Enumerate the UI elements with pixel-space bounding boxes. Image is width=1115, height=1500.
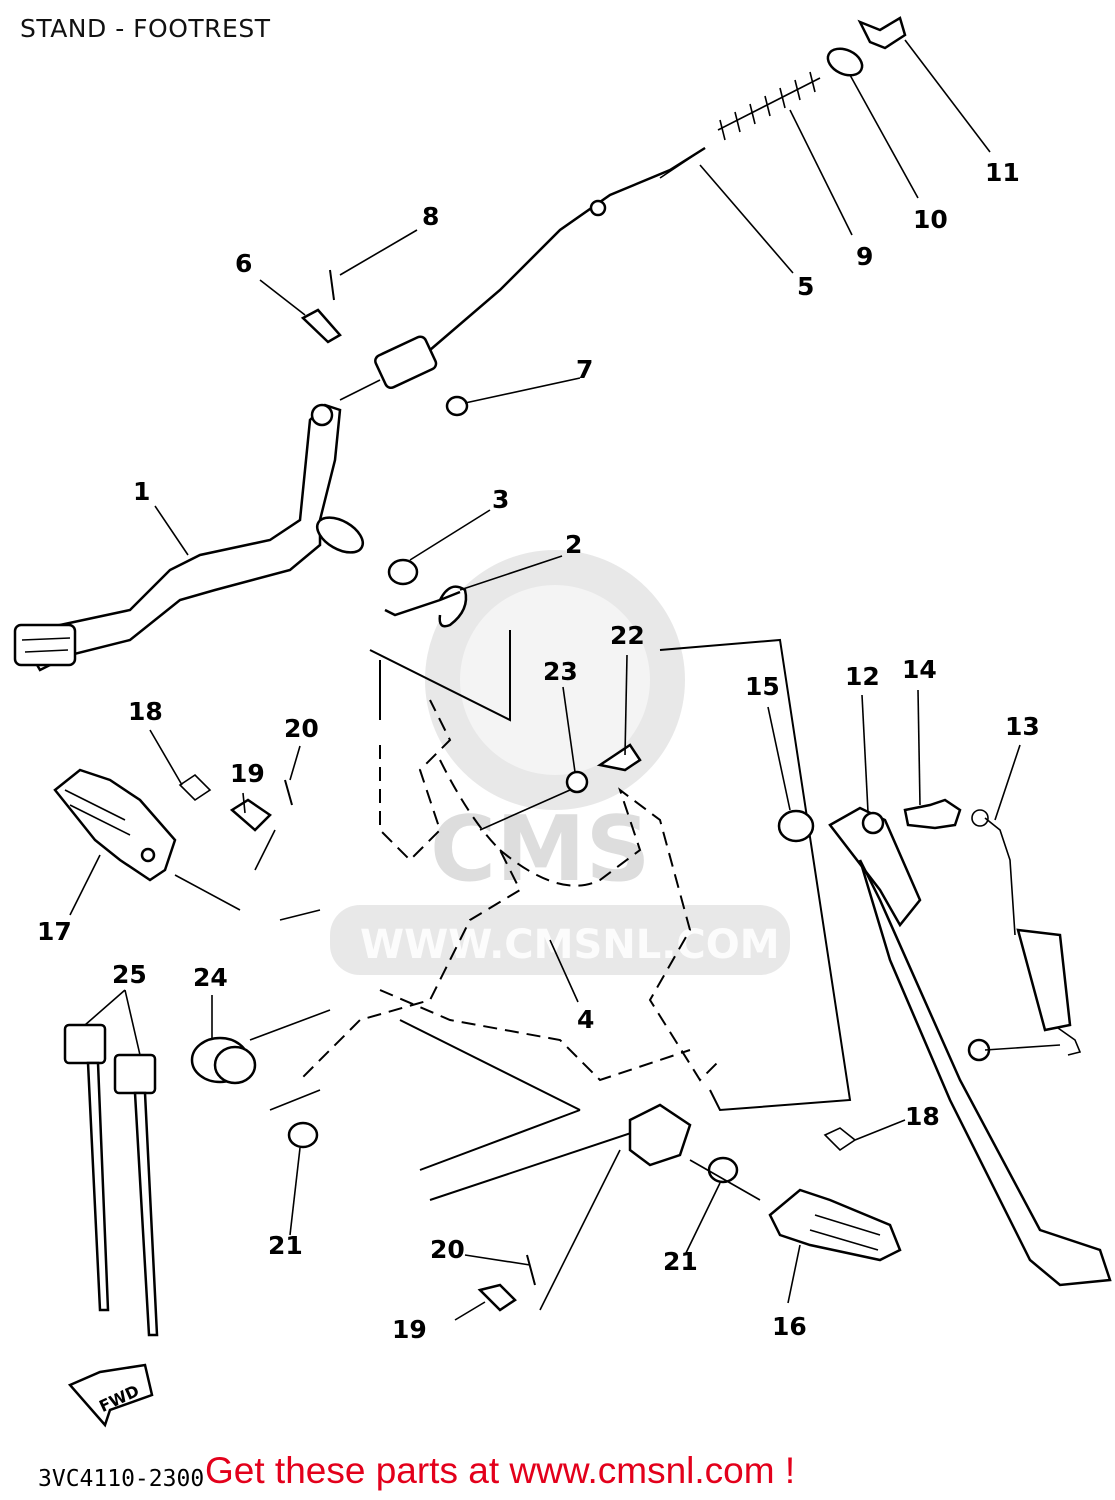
diagram-title: STAND - FOOTREST (20, 14, 271, 43)
leader-lines (69, 39, 1061, 1321)
callout-numbers: 1 2 3 4 5 6 7 8 9 10 11 12 13 14 15 16 1… (37, 158, 1040, 1344)
callout-2: 2 (565, 530, 582, 559)
cable-ties (63, 1023, 159, 1337)
callout-18-upper: 18 (128, 697, 163, 726)
diagram-code: 3VC4110-2300 (38, 1466, 205, 1492)
callout-5: 5 (797, 272, 814, 301)
callout-12: 12 (845, 662, 880, 691)
footrest-left (53, 768, 293, 882)
callout-25: 25 (112, 960, 147, 989)
spring-and-nut (717, 16, 907, 141)
callout-19-upper: 19 (230, 759, 265, 788)
side-stand (777, 798, 1112, 1287)
callout-11: 11 (985, 158, 1020, 187)
callout-14: 14 (902, 655, 937, 684)
callout-19-lower: 19 (392, 1315, 427, 1344)
callout-6: 6 (235, 249, 252, 278)
callout-10: 10 (913, 205, 948, 234)
return-spring-and-washer (384, 558, 468, 628)
callout-13: 13 (1005, 712, 1040, 741)
watermark-logo: CMS WWW.CMSNL.COM (330, 550, 790, 975)
watermark-text-bottom: WWW.CMSNL.COM (360, 922, 780, 968)
bolt-and-nut (565, 743, 642, 794)
callout-23: 23 (543, 657, 578, 686)
footrest-right (287, 1103, 902, 1312)
small-pins (300, 269, 469, 417)
watermark-text-top: CMS (430, 797, 650, 902)
collar (190, 1036, 257, 1085)
callout-7: 7 (576, 355, 593, 384)
brake-rod (374, 146, 706, 390)
brake-pedal (13, 403, 365, 672)
callout-21-right: 21 (663, 1247, 698, 1276)
callout-17: 17 (37, 917, 72, 946)
callout-15: 15 (745, 672, 780, 701)
fwd-arrow: FWD (67, 1363, 154, 1428)
callout-24: 24 (193, 963, 228, 992)
callout-20-upper: 20 (284, 714, 319, 743)
callout-21-left: 21 (268, 1231, 303, 1260)
promo-link[interactable]: Get these parts at www.cmsnl.com ! (205, 1450, 796, 1491)
callout-18-lower: 18 (905, 1102, 940, 1131)
callout-22: 22 (610, 621, 645, 650)
callout-20-lower: 20 (430, 1235, 465, 1264)
callout-9: 9 (856, 242, 873, 271)
callout-1: 1 (133, 477, 150, 506)
callout-16: 16 (772, 1312, 807, 1341)
frame-outline (299, 630, 852, 1201)
callout-8: 8 (422, 202, 439, 231)
callout-4: 4 (577, 1005, 594, 1034)
callout-3: 3 (492, 485, 509, 514)
